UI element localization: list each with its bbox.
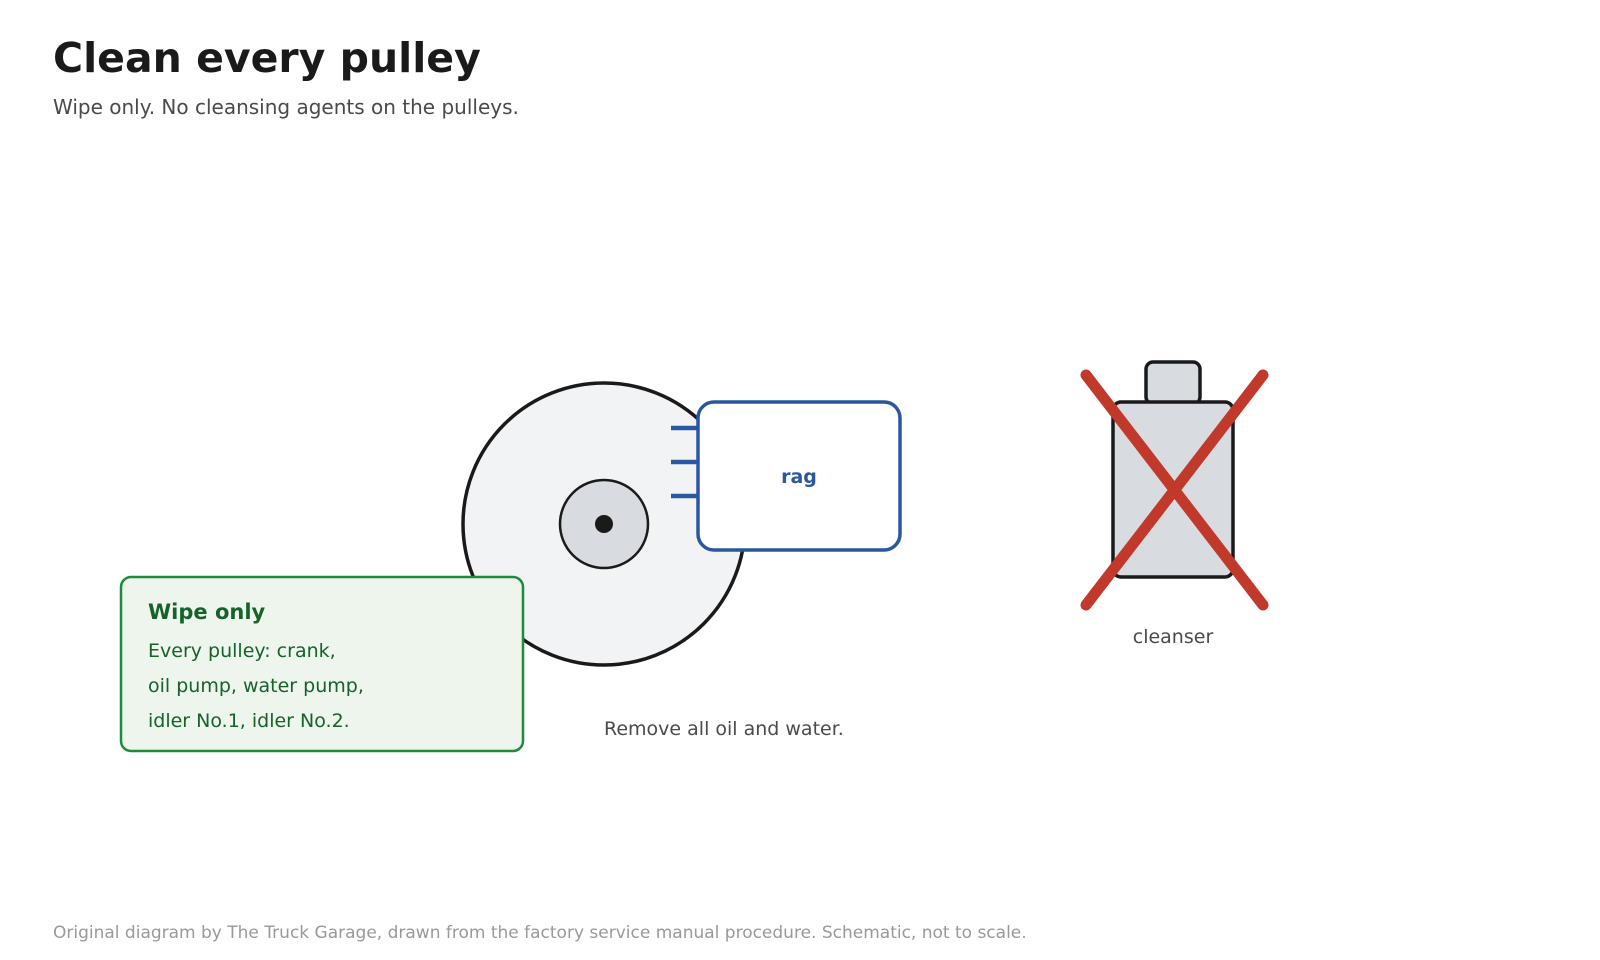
note-line: Every pulley: crank, bbox=[148, 640, 336, 662]
rag-label: rag bbox=[781, 466, 817, 488]
rag-icon: rag bbox=[696, 400, 902, 552]
wipe-only-note: Wipe only Every pulley: crank, oil pump,… bbox=[119, 575, 525, 753]
prohibited-cross-icon bbox=[1080, 369, 1269, 611]
note-title: Wipe only bbox=[148, 600, 266, 624]
footer-credit: Original diagram by The Truck Garage, dr… bbox=[53, 923, 1027, 943]
cleanser-label: cleanser bbox=[1133, 626, 1214, 648]
note-line: idler No.1, idler No.2. bbox=[148, 710, 350, 732]
page-subtitle: Wipe only. No cleansing agents on the pu… bbox=[53, 95, 519, 119]
pulley-axle bbox=[595, 515, 613, 533]
bottle-cap bbox=[1144, 360, 1202, 406]
note-line: oil pump, water pump, bbox=[148, 675, 364, 697]
diagram-caption: Remove all oil and water. bbox=[604, 718, 844, 740]
page-title: Clean every pulley bbox=[53, 34, 481, 82]
pulley-icon bbox=[461, 381, 747, 667]
wipe-motion-lines bbox=[671, 425, 699, 499]
